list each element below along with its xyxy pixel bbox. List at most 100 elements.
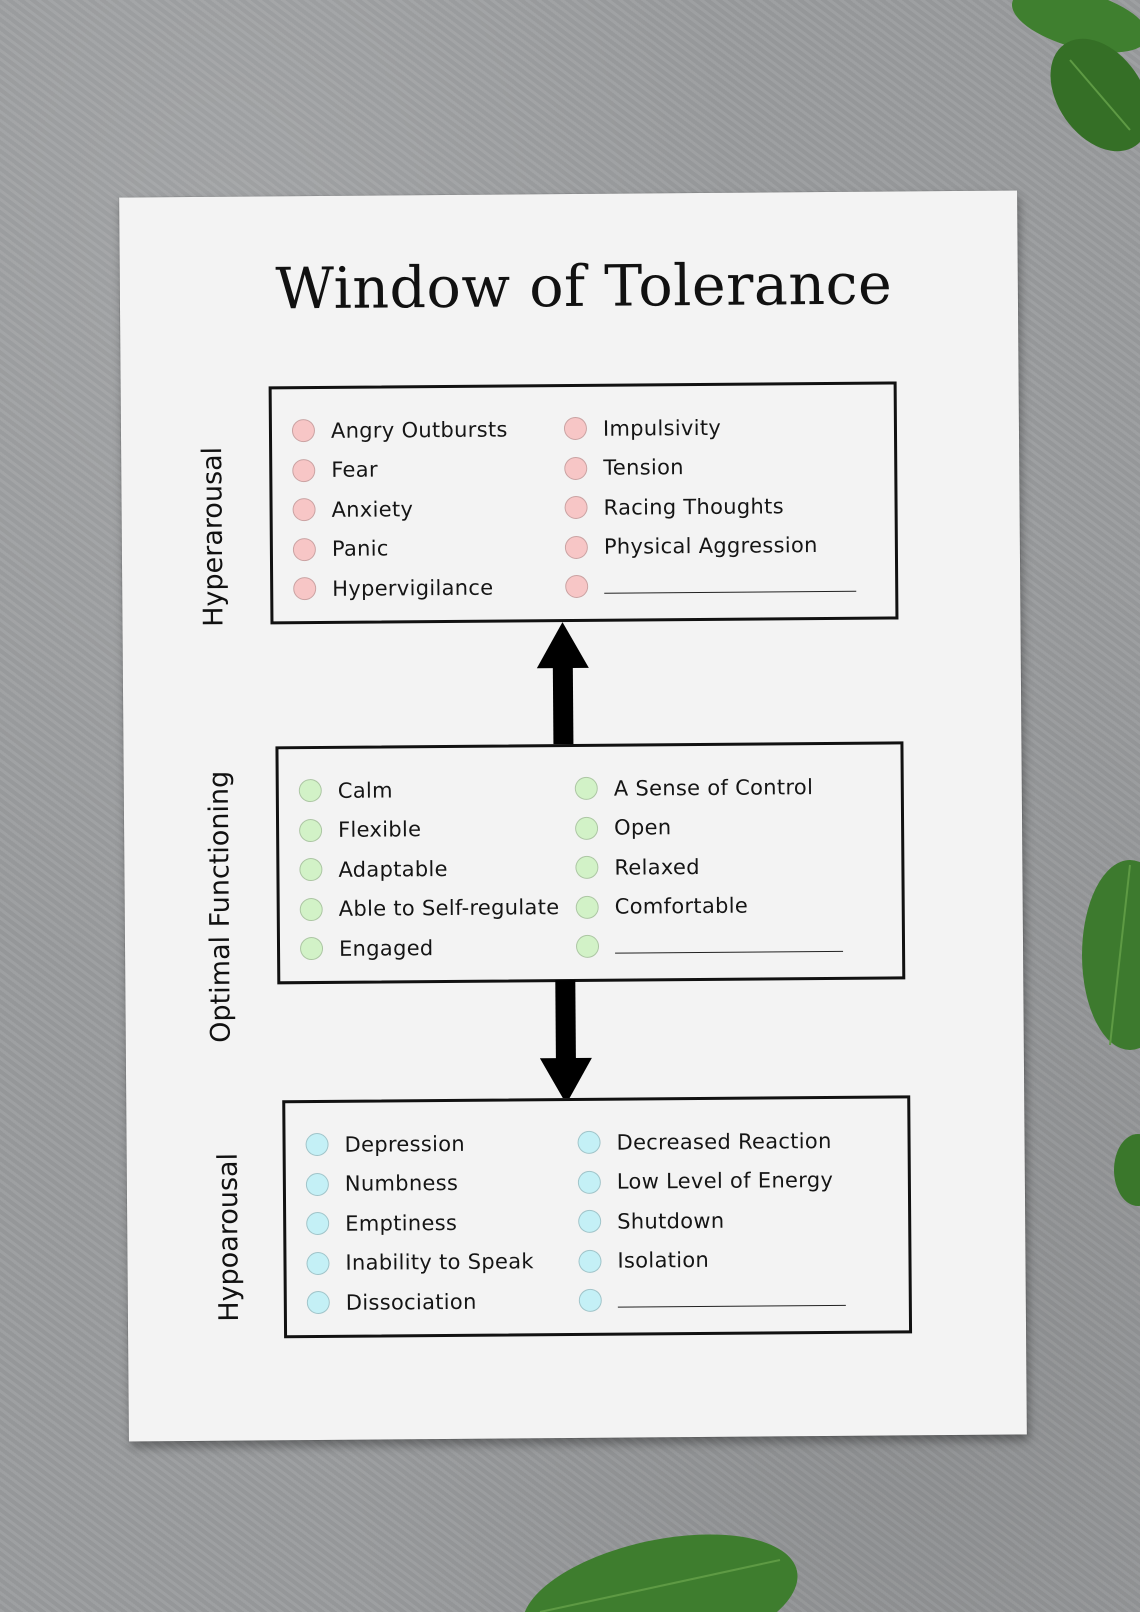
list-item: Engaged <box>299 927 560 969</box>
item-label: Hypervigilance <box>332 575 494 601</box>
write-in-line[interactable] <box>604 591 857 594</box>
list-item: Emptiness <box>306 1202 534 1243</box>
checkbox-circle-icon[interactable] <box>575 816 599 840</box>
item-label: Panic <box>331 536 389 562</box>
worksheet-paper: Window of Tolerance Hyperarousal Optimal… <box>119 190 1027 1442</box>
checkbox-circle-icon[interactable] <box>292 498 316 522</box>
leaf-icon <box>1114 1134 1140 1206</box>
checkbox-circle-icon[interactable] <box>578 1210 602 1234</box>
list-item <box>578 1279 846 1321</box>
checkbox-circle-icon[interactable] <box>565 575 589 599</box>
list-item: Angry Outbursts <box>291 410 508 451</box>
checkbox-circle-icon[interactable] <box>299 858 323 882</box>
checkbox-circle-icon[interactable] <box>292 458 316 482</box>
checkbox-circle-icon[interactable] <box>564 456 588 480</box>
item-label: Tension <box>603 455 684 481</box>
checkbox-circle-icon[interactable] <box>305 1172 329 1196</box>
hypoarousal-right-column: Decreased Reaction Low Level of Energy S… <box>577 1121 846 1321</box>
write-in-line[interactable] <box>617 1305 846 1308</box>
item-label: Adaptable <box>338 856 448 882</box>
item-label: Depression <box>344 1131 466 1157</box>
item-label: Numbness <box>344 1171 459 1197</box>
checkbox-circle-icon[interactable] <box>293 577 317 601</box>
checkbox-circle-icon[interactable] <box>564 496 588 520</box>
list-item: Tension <box>564 446 855 488</box>
list-item <box>565 565 857 607</box>
item-label: Flexible <box>338 817 422 843</box>
list-item: Numbness <box>305 1163 534 1204</box>
checkbox-circle-icon[interactable] <box>298 779 322 803</box>
checkbox-circle-icon[interactable] <box>575 935 600 959</box>
item-label: Calm <box>337 778 393 803</box>
list-item: Low Level of Energy <box>577 1160 845 1202</box>
checkbox-circle-icon[interactable] <box>306 1291 330 1315</box>
checkbox-circle-icon[interactable] <box>577 1131 601 1155</box>
list-item: Fear <box>292 449 508 490</box>
arrow-up-icon <box>536 622 589 747</box>
item-label: Relaxed <box>614 854 700 880</box>
list-item: Dissociation <box>306 1281 535 1322</box>
optimal-left-column: Calm Flexible Adaptable Able to Self-reg… <box>298 769 560 969</box>
optimal-right-column: A Sense of Control Open Relaxed Comforta… <box>574 767 844 967</box>
item-label: Emptiness <box>345 1210 458 1236</box>
section-label-hypoarousal: Hypoarousal <box>212 1152 245 1322</box>
item-label: Dissociation <box>345 1289 477 1315</box>
checkbox-circle-icon[interactable] <box>563 417 588 441</box>
list-item: Decreased Reaction <box>577 1121 844 1163</box>
list-item: Depression <box>305 1123 533 1164</box>
checkbox-circle-icon[interactable] <box>299 818 323 842</box>
item-label: Angry Outbursts <box>330 417 508 443</box>
list-item: Anxiety <box>292 488 508 529</box>
item-label: Comfortable <box>614 893 749 919</box>
item-label: Impulsivity <box>602 415 722 441</box>
checkbox-circle-icon[interactable] <box>578 1289 602 1313</box>
checkbox-circle-icon[interactable] <box>578 1249 602 1273</box>
item-label: Isolation <box>617 1248 710 1273</box>
page-title: Window of Tolerance <box>275 251 893 323</box>
list-item: Able to Self-regulate <box>299 888 560 930</box>
item-label: Inability to Speak <box>345 1249 534 1276</box>
checkbox-circle-icon[interactable] <box>306 1251 330 1275</box>
hypoarousal-box: Depression Numbness Emptiness Inability … <box>282 1095 913 1339</box>
list-item: Shutdown <box>578 1200 845 1242</box>
leaf-icon <box>1082 860 1140 1050</box>
item-label: Able to Self-regulate <box>338 895 560 922</box>
list-item: Relaxed <box>575 846 842 888</box>
list-item: Racing Thoughts <box>564 486 855 528</box>
list-item: Comfortable <box>575 885 843 927</box>
hyperarousal-left-column: Angry Outbursts Fear Anxiety Panic Hyper… <box>291 410 509 609</box>
section-label-hyperarousal: Hyperarousal <box>197 446 230 627</box>
write-in-line[interactable] <box>615 951 844 954</box>
checkbox-circle-icon[interactable] <box>574 777 598 801</box>
item-label: Open <box>614 815 672 840</box>
leaf-icon <box>1011 0 1140 152</box>
leaf-icon <box>522 1534 798 1612</box>
checkbox-circle-icon[interactable] <box>305 1133 329 1157</box>
list-item: Isolation <box>578 1239 845 1281</box>
item-label: Physical Aggression <box>603 533 818 559</box>
arrow-down-icon <box>539 979 592 1105</box>
checkbox-circle-icon[interactable] <box>292 537 316 561</box>
section-label-optimal: Optimal Functioning <box>203 770 237 1043</box>
checkbox-circle-icon[interactable] <box>306 1212 330 1236</box>
item-label: Low Level of Energy <box>616 1168 834 1194</box>
checkbox-circle-icon[interactable] <box>575 856 599 880</box>
item-label: A Sense of Control <box>613 774 814 801</box>
checkbox-circle-icon[interactable] <box>564 535 588 559</box>
list-item: A Sense of Control <box>574 767 842 809</box>
optimal-functioning-box: Calm Flexible Adaptable Able to Self-reg… <box>275 741 906 985</box>
item-label: Engaged <box>338 935 434 961</box>
list-item: Panic <box>292 528 509 569</box>
checkbox-circle-icon[interactable] <box>299 897 323 921</box>
list-item: Calm <box>298 769 559 811</box>
checkbox-circle-icon[interactable] <box>577 1170 601 1194</box>
checkbox-circle-icon[interactable] <box>575 895 599 919</box>
list-item: Impulsivity <box>563 407 855 449</box>
list-item: Open <box>575 806 842 848</box>
checkbox-circle-icon[interactable] <box>299 937 324 961</box>
item-label: Shutdown <box>617 1208 725 1234</box>
checkbox-circle-icon[interactable] <box>291 419 316 443</box>
item-label: Fear <box>331 457 378 483</box>
list-item: Physical Aggression <box>564 525 856 567</box>
list-item <box>575 925 844 967</box>
